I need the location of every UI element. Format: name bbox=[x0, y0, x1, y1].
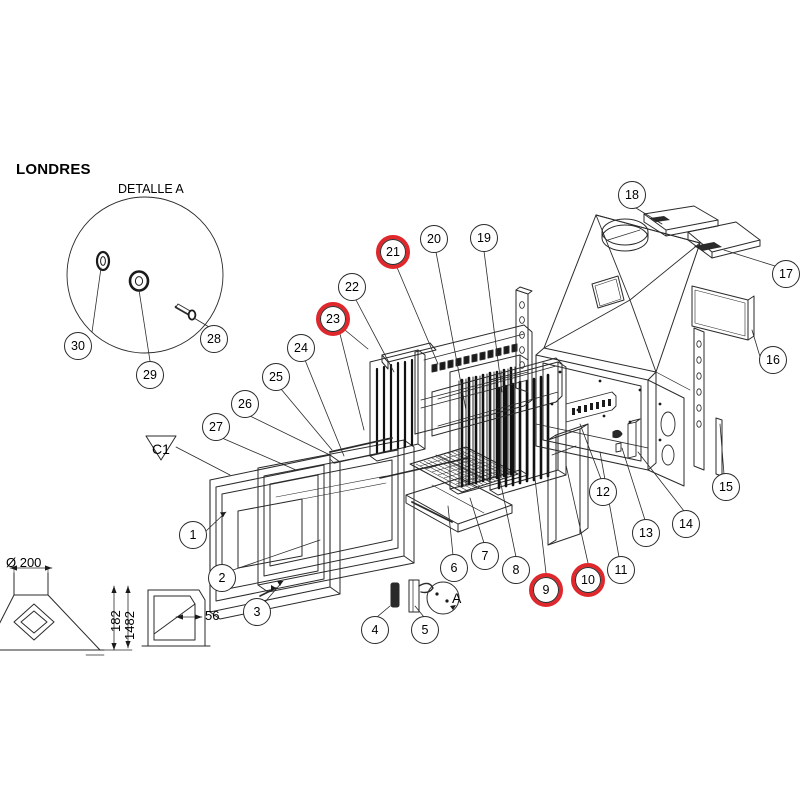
callout-1[interactable]: 1 bbox=[179, 521, 207, 549]
part-baffle-plate bbox=[344, 329, 437, 370]
callout-7[interactable]: 7 bbox=[471, 542, 499, 570]
callout-23[interactable]: 23 bbox=[316, 302, 350, 336]
dimension-depth-56: 56 bbox=[205, 608, 220, 623]
part-trim-strips bbox=[329, 437, 469, 479]
callout-26[interactable]: 26 bbox=[231, 390, 259, 418]
front-elevation-view bbox=[0, 565, 133, 656]
callout-28[interactable]: 28 bbox=[200, 325, 228, 353]
callout-21[interactable]: 21 bbox=[376, 235, 410, 269]
part-latch-and-handle bbox=[390, 579, 460, 615]
callout-10[interactable]: 10 bbox=[571, 563, 605, 597]
page-title: LONDRES bbox=[16, 161, 91, 178]
callout-15[interactable]: 15 bbox=[712, 473, 740, 501]
callout-25[interactable]: 25 bbox=[262, 363, 290, 391]
callout-27[interactable]: 27 bbox=[202, 413, 230, 441]
callout-9[interactable]: 9 bbox=[529, 573, 563, 607]
callout-label: 10 bbox=[575, 567, 601, 593]
callout-11[interactable]: 11 bbox=[607, 556, 635, 584]
callout-20[interactable]: 20 bbox=[420, 225, 448, 253]
callout-18[interactable]: 18 bbox=[618, 181, 646, 209]
callout-8[interactable]: 8 bbox=[502, 556, 530, 584]
section-marker-c1 bbox=[145, 435, 231, 476]
callout-13[interactable]: 13 bbox=[632, 519, 660, 547]
callout-19[interactable]: 19 bbox=[470, 224, 498, 252]
part-side-shield bbox=[547, 423, 589, 546]
part-air-bar bbox=[414, 324, 533, 435]
callout-14[interactable]: 14 bbox=[672, 510, 700, 538]
dimension-flue-diameter: Ø 200 bbox=[6, 555, 42, 570]
callout-2[interactable]: 2 bbox=[208, 564, 236, 592]
callout-22[interactable]: 22 bbox=[338, 273, 366, 301]
section-marker-label: C1 bbox=[152, 441, 170, 457]
part-outer-frame bbox=[209, 454, 341, 620]
dimension-height-182: 182 bbox=[108, 610, 123, 632]
callout-label: 21 bbox=[380, 239, 406, 265]
callout-16[interactable]: 16 bbox=[759, 346, 787, 374]
part-perforated-uprights bbox=[515, 286, 723, 477]
callout-24[interactable]: 24 bbox=[287, 334, 315, 362]
callout-4[interactable]: 4 bbox=[361, 616, 389, 644]
callout-label: 9 bbox=[533, 577, 559, 603]
part-rear-ribbed-plate bbox=[369, 349, 426, 462]
part-ribbed-panels bbox=[449, 354, 567, 496]
callout-label: 23 bbox=[320, 306, 346, 332]
callout-6[interactable]: 6 bbox=[440, 554, 468, 582]
part-rear-panel bbox=[691, 285, 755, 341]
side-elevation-view bbox=[111, 585, 211, 651]
detail-reference-label: A bbox=[452, 590, 462, 606]
callout-17[interactable]: 17 bbox=[772, 260, 800, 288]
dimension-height-1482: 1482 bbox=[122, 611, 137, 640]
callout-29[interactable]: 29 bbox=[136, 361, 164, 389]
callout-30[interactable]: 30 bbox=[64, 332, 92, 360]
part-small-clips bbox=[565, 391, 641, 459]
callout-5[interactable]: 5 bbox=[411, 616, 439, 644]
part-deflector-plates bbox=[643, 205, 761, 259]
callout-3[interactable]: 3 bbox=[243, 598, 271, 626]
firebox-body bbox=[535, 214, 701, 487]
detail-view-title: DETALLE A bbox=[118, 182, 184, 196]
callout-12[interactable]: 12 bbox=[589, 478, 617, 506]
